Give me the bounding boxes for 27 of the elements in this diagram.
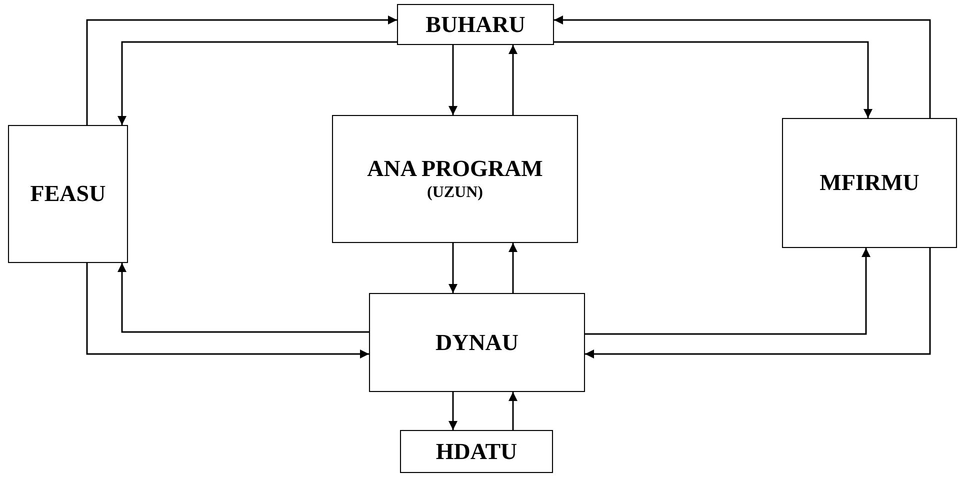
box-title: FEASU (30, 181, 106, 207)
arrow (118, 263, 369, 333)
process-box (397, 4, 554, 45)
box-title: MFIRMU (820, 170, 920, 196)
process-box (782, 118, 957, 248)
arrow (554, 16, 931, 118)
arrow (86, 16, 397, 125)
arrow (448, 45, 458, 115)
process-box (369, 293, 585, 392)
arrow (448, 243, 458, 293)
arrow (554, 41, 872, 118)
box-title: HDATU (436, 438, 518, 464)
box-title: ANA PROGRAM (367, 156, 543, 182)
arrow (508, 243, 518, 293)
arrow (448, 392, 458, 430)
arrow (86, 263, 369, 358)
arrow (508, 45, 518, 115)
arrow (118, 41, 397, 125)
process-box (332, 115, 578, 243)
box-title: DYNAU (435, 330, 519, 356)
process-box (8, 125, 128, 263)
box-subtitle: (UZUN) (427, 184, 483, 202)
arrow (585, 248, 931, 358)
process-box (400, 430, 553, 473)
arrow (585, 248, 870, 335)
arrow (508, 392, 518, 430)
box-title: BUHARU (426, 12, 526, 38)
